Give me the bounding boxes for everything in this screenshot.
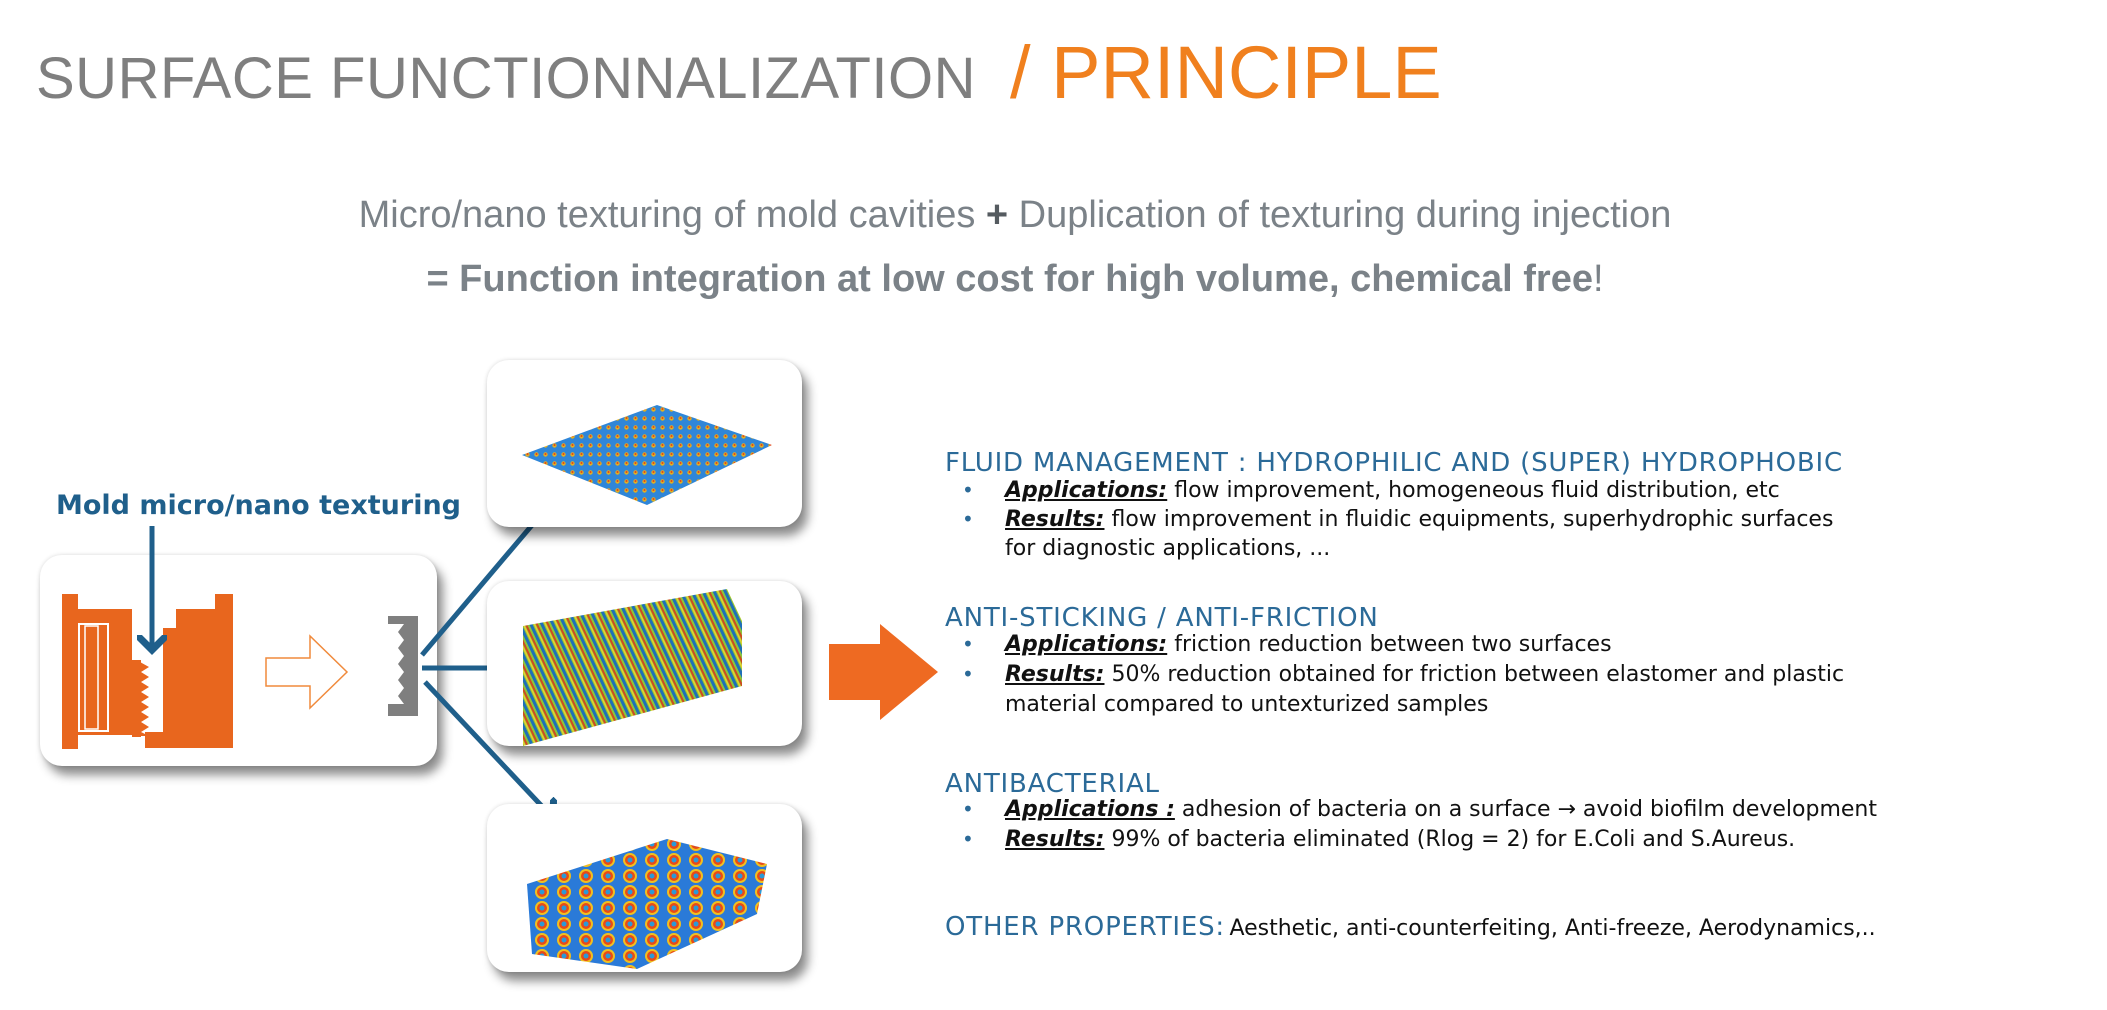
list-item: • [962, 662, 974, 686]
pillar-texture-icon [522, 405, 772, 505]
item-text: friction reduction between two surfaces [1167, 632, 1612, 657]
page-title: SURFACE FUNCTIONNALIZATION / PRINCIPLE [36, 30, 1442, 115]
list-item: Applications: friction reduction between… [1005, 632, 1612, 657]
list-item: • [962, 797, 974, 821]
list-item: Results: flow improvement in fluidic equ… [1005, 507, 1833, 532]
item-key: Applications: [1005, 478, 1168, 503]
mold-right-half-icon [145, 594, 233, 748]
list-item: • [962, 632, 974, 656]
item-continuation: material compared to untexturized sample… [1005, 692, 1489, 717]
subtitle-line1: Micro/nano texturing of mold cavities + … [0, 194, 2030, 237]
arrow-to-antibacterial-icon [423, 680, 553, 818]
subtitle-part: Duplication of texturing during injectio… [1018, 194, 1672, 236]
item-key: Results: [1005, 507, 1105, 532]
list-item: Applications : adhesion of bacteria on a… [1005, 797, 1877, 822]
item-continuation: for diagnostic applications, ... [1005, 536, 1331, 561]
item-text: 50% reduction obtained for friction betw… [1104, 662, 1845, 687]
item-key: Results: [1005, 662, 1105, 687]
other-text: Aesthetic, anti-counterfeiting, Anti-fre… [1229, 916, 1876, 941]
subtitle-line2: = Function integration at low cost for h… [0, 258, 2030, 301]
item-text: flow improvement, homogeneous fluid dist… [1167, 478, 1780, 503]
subtitle-part: = Function integration at low cost for h… [426, 258, 1593, 300]
texture-teeth-icon [140, 662, 149, 736]
title-main: SURFACE FUNCTIONNALIZATION [36, 46, 976, 111]
title-accent: / PRINCIPLE [1009, 31, 1442, 114]
texture-image-grooves [487, 581, 802, 746]
ring-texture-icon [527, 839, 767, 969]
plus-sign: + [985, 194, 1009, 236]
hollow-arrow-icon [265, 634, 349, 710]
big-orange-arrow-icon [829, 624, 938, 720]
other-header: OTHER PROPERTIES: [945, 912, 1225, 942]
item-text: adhesion of bacteria on a surface → avoi… [1174, 797, 1877, 822]
item-text: 99% of bacteria eliminated (Rlog = 2) fo… [1104, 827, 1796, 852]
list-item: Results: 99% of bacteria eliminated (Rlo… [1005, 827, 1795, 852]
list-item: Results: 50% reduction obtained for fric… [1005, 662, 1844, 687]
subtitle-exclamation: ! [1593, 258, 1604, 300]
molded-part-icon [388, 616, 418, 716]
subtitle-part: Micro/nano texturing of mold cavities [358, 194, 976, 236]
list-item: • [962, 827, 974, 851]
list-item: • [962, 507, 974, 531]
section-header-fluid: FLUID MANAGEMENT : HYDROPHILIC AND (SUPE… [945, 448, 1843, 478]
item-text: flow improvement in fluidic equipments, … [1104, 507, 1834, 532]
texture-image-rings [487, 804, 802, 972]
mold-insert-icon [78, 623, 109, 732]
item-key: Applications: [1005, 632, 1168, 657]
texture-image-pillars [487, 360, 802, 527]
mold-label: Mold micro/nano texturing [56, 490, 462, 521]
mold-left-half-icon [62, 594, 141, 749]
section-header-friction: ANTI-STICKING / ANTI-FRICTION [945, 603, 1379, 633]
list-item: Applications: flow improvement, homogene… [1005, 478, 1780, 503]
list-item: • [962, 478, 974, 502]
other-properties: OTHER PROPERTIES: Aesthetic, anti-counte… [945, 912, 1876, 942]
item-key: Applications : [1005, 797, 1175, 822]
section-header-antibacterial: ANTIBACTERIAL [945, 769, 1160, 799]
groove-texture-icon [523, 589, 742, 746]
item-key: Results: [1005, 827, 1105, 852]
